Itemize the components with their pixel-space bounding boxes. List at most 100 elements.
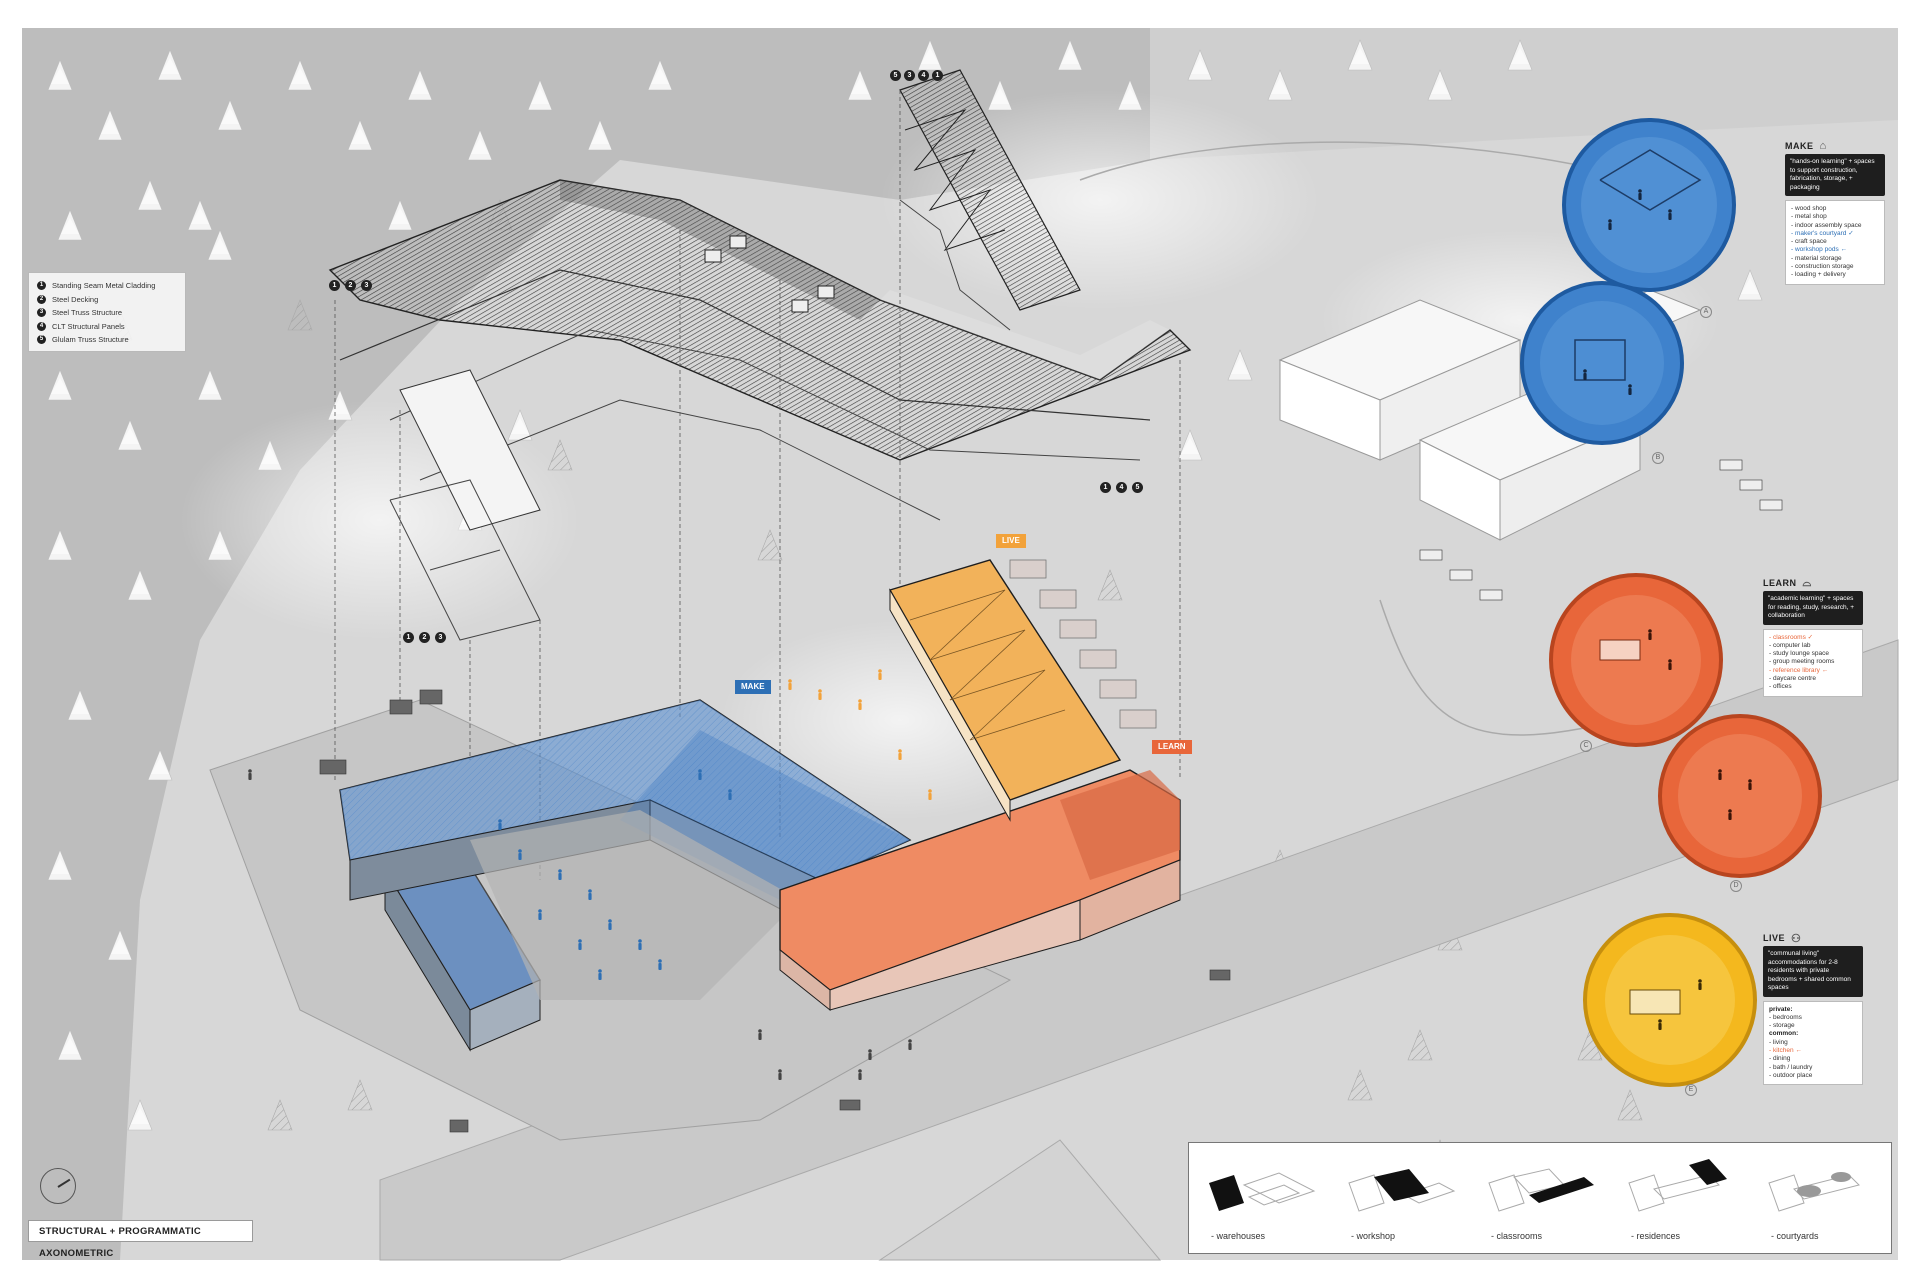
stack-number: 3	[904, 70, 915, 81]
make-info-box: MAKE ⌂ "hands-on learning" + spaces to su…	[1785, 138, 1885, 285]
live-info-header: LIVE ⚇	[1763, 930, 1863, 946]
phase-residences: - residences	[1609, 1143, 1744, 1255]
exploded-roof-structure	[328, 69, 1192, 641]
program-list-item: - bath / laundry	[1769, 1063, 1813, 1071]
phase-label: - classrooms	[1491, 1231, 1543, 1241]
program-list-item: - workshop pods ←	[1791, 246, 1847, 254]
house-outline-icon: ⌂	[1819, 140, 1827, 152]
vignette-make-a	[1562, 118, 1736, 292]
learn-program-list: - classrooms ✓- computer lab- study loun…	[1763, 628, 1863, 697]
program-list-item: - dining	[1769, 1055, 1791, 1063]
program-list-item: private:	[1769, 1005, 1793, 1013]
legend-label: Steel Truss Structure	[52, 308, 123, 318]
legend-number: 2	[37, 294, 46, 304]
phase-label: - residences	[1631, 1231, 1681, 1241]
legend-label: Steel Decking	[52, 294, 99, 304]
live-info-box: LIVE ⚇ "communal living" accommodations f…	[1763, 930, 1863, 1086]
stack-number: 2	[419, 632, 430, 643]
program-list-item: - craft space	[1791, 238, 1827, 246]
legend-number: 5	[37, 335, 46, 345]
vignette-make-b	[1520, 281, 1684, 445]
legend-number: 4	[37, 321, 46, 331]
phase-courtyards: - courtyards	[1749, 1143, 1884, 1255]
program-list-item: - classrooms ✓	[1769, 633, 1814, 641]
legend-number: 1	[37, 281, 46, 291]
phase-label: - warehouses	[1211, 1231, 1266, 1241]
alignment-lines	[334, 90, 1181, 880]
legend-label: Glulam Truss Structure	[52, 335, 129, 345]
stack-number: 4	[918, 70, 929, 81]
make-tag: MAKE	[735, 680, 771, 694]
make-info-quote: "hands-on learning" + spaces to support …	[1785, 154, 1885, 196]
vignette-letter: D	[1730, 880, 1742, 892]
stack-number: 1	[403, 632, 414, 643]
vehicles	[319, 459, 1783, 1133]
program-list-item: - living	[1769, 1038, 1788, 1046]
program-list-item: - study lounge space	[1769, 650, 1829, 658]
phase-workshop: - workshop	[1329, 1143, 1464, 1255]
stack-number: 5	[1132, 482, 1143, 493]
structure-legend: 1 Standing Seam Metal Cladding 2 Steel Dec…	[28, 272, 186, 352]
phase-warehouses: - warehouses	[1189, 1143, 1324, 1255]
program-list-item: - construction storage	[1791, 263, 1854, 271]
learn-tag: LEARN	[1152, 740, 1192, 754]
program-list-item: - metal shop	[1791, 213, 1827, 221]
legend-item: 5 Glulam Truss Structure	[37, 333, 177, 347]
live-wing	[888, 559, 1122, 822]
learn-info-box: LEARN ⌓ "academic learning" + spaces for …	[1763, 575, 1863, 697]
program-list-item: - bedrooms	[1769, 1013, 1802, 1021]
stack-number: 3	[361, 280, 372, 291]
vignette-live-e	[1583, 913, 1757, 1087]
legend-item: 1 Standing Seam Metal Cladding	[37, 279, 177, 293]
live-info-title: LIVE	[1763, 933, 1786, 943]
learn-info-header: LEARN ⌓	[1763, 575, 1863, 591]
stack-number: 5	[890, 70, 901, 81]
warehouse-block	[383, 849, 542, 1052]
program-list-item: - wood shop	[1791, 205, 1827, 212]
program-list-item: - maker's courtyard ✓	[1791, 229, 1854, 237]
make-info-title: MAKE	[1785, 141, 1814, 151]
program-list-item: - kitchen ←	[1769, 1046, 1802, 1054]
legend-label: CLT Structural Panels	[52, 321, 125, 331]
vignette-letter: C	[1580, 740, 1592, 752]
program-list-item: - indoor assembly space	[1791, 221, 1862, 229]
stack-number: 4	[1116, 482, 1127, 493]
program-list-item: - loading + delivery	[1791, 271, 1846, 279]
learn-info-quote: "academic learning" + spaces for reading…	[1763, 591, 1863, 625]
program-list-item: - material storage	[1791, 254, 1842, 262]
live-info-quote: "communal living" accommodations for 2-8…	[1763, 946, 1863, 997]
containers	[1009, 559, 1157, 729]
vignette-letter: E	[1685, 1084, 1697, 1096]
stack-number: 3	[435, 632, 446, 643]
phase-classrooms: - classrooms	[1469, 1143, 1604, 1255]
phase-label: - courtyards	[1771, 1231, 1819, 1241]
stack-number: 1	[932, 70, 943, 81]
program-list-item: - group meeting rooms	[1769, 658, 1835, 666]
legend-item: 2 Steel Decking	[37, 293, 177, 307]
vignette-learn-c	[1549, 573, 1723, 747]
learn-info-title: LEARN	[1763, 578, 1797, 588]
program-list-item: - computer lab	[1769, 641, 1811, 649]
program-list-item: - reference library ←	[1769, 666, 1829, 674]
lamp-icon: ⌓	[1802, 576, 1812, 589]
drawing-title: STRUCTURAL + PROGRAMMATIC AXONOMETRIC	[28, 1220, 253, 1259]
program-list-item: - storage	[1769, 1022, 1795, 1030]
north-arrow-icon	[40, 1168, 76, 1204]
program-list-item: - daycare centre	[1769, 674, 1816, 682]
legend-item: 4 CLT Structural Panels	[37, 320, 177, 334]
stack-number: 1	[329, 280, 340, 291]
learn-wing	[779, 769, 1181, 1012]
program-list-item: - outdoor place	[1769, 1071, 1813, 1079]
program-list-item: - offices	[1769, 683, 1792, 691]
vignette-letter: B	[1652, 452, 1664, 464]
live-tag: LIVE	[996, 534, 1026, 548]
people-icon: ⚇	[1791, 932, 1802, 945]
vignette-letter: A	[1700, 306, 1712, 318]
phasing-diagram: - warehouses - workshop - classrooms - r…	[1188, 1142, 1892, 1254]
stack-number: 2	[345, 280, 356, 291]
legend-label: Standing Seam Metal Cladding	[52, 281, 156, 291]
